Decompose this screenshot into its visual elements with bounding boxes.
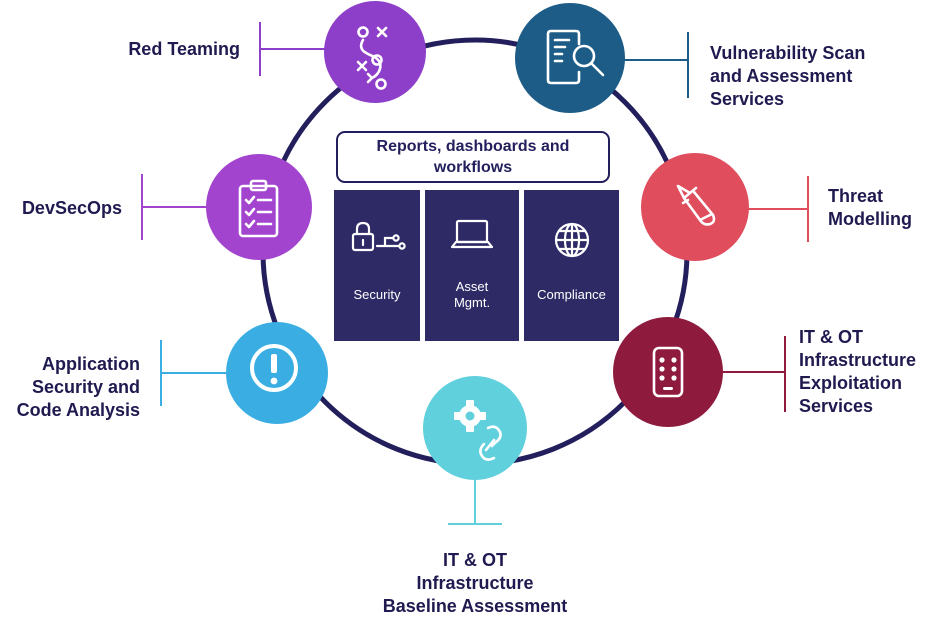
- clipboard-checklist-icon: [238, 179, 279, 238]
- connector-red-teaming: [259, 22, 327, 76]
- text-line: Red Teaming: [128, 39, 240, 59]
- node-threat-modelling: [641, 153, 749, 261]
- text-line: workflows: [433, 159, 513, 176]
- gear-link-icon: [454, 400, 502, 461]
- text-line: Threat: [828, 186, 884, 206]
- alert-icon: [250, 344, 298, 392]
- text-line: Infrastructure: [416, 573, 534, 593]
- reports-dashboards-label: Reports, dashboards and workflows: [377, 136, 570, 178]
- connector-it-ot-baseline: [448, 480, 502, 525]
- bomb-icon: [676, 184, 716, 226]
- lock-circuit-icon: [351, 221, 406, 252]
- text-line: IT & OT: [799, 327, 863, 347]
- connector-threat-modelling: [748, 176, 809, 242]
- label-red-teaming: Red Teaming: [128, 38, 240, 61]
- text-line: DevSecOps: [21, 198, 122, 218]
- text-line: Reports, dashboards and: [376, 138, 570, 155]
- node-it-ot-baseline: [423, 376, 527, 480]
- laptop-icon: [450, 219, 494, 249]
- text-line: Code Analysis: [16, 400, 140, 420]
- strategy-play-icon: [356, 26, 388, 90]
- connector-it-ot-exploitation: [722, 336, 786, 412]
- document-search-icon: [546, 29, 605, 85]
- reports-dashboards-box: Reports, dashboards and workflows: [336, 131, 610, 183]
- mobile-keypad-icon: [652, 346, 684, 398]
- label-devsecops: DevSecOps: [22, 197, 122, 220]
- text-line: Exploitation: [799, 373, 902, 393]
- text-line: and Assessment: [710, 66, 853, 86]
- globe-icon: [554, 222, 589, 258]
- text-line: IT & OT: [443, 550, 507, 570]
- panel-security: Security: [334, 190, 420, 341]
- connector-appsec-code: [160, 340, 226, 406]
- node-red-teaming: [324, 1, 426, 103]
- text-line: Asset: [455, 279, 489, 294]
- node-vulnerability-scan: [515, 3, 625, 113]
- text-line: Vulnerability Scan: [710, 43, 866, 63]
- text-line: Application: [42, 354, 140, 374]
- node-appsec-code: [226, 322, 328, 424]
- text-line: Modelling: [828, 209, 912, 229]
- text-line: Security: [353, 287, 401, 302]
- connector-devsecops: [141, 174, 206, 240]
- text-line: Mgmt.: [453, 295, 491, 310]
- node-devsecops: [206, 154, 312, 260]
- connector-vulnerability-scan: [624, 32, 689, 98]
- text-line: Baseline Assessment: [382, 596, 568, 616]
- node-it-ot-exploitation: [613, 317, 723, 427]
- text-line: Compliance: [537, 287, 606, 302]
- text-line: Services: [710, 89, 785, 109]
- text-line: Services: [799, 396, 874, 416]
- text-line: Security and: [31, 377, 140, 397]
- panel-label-security: Security: [334, 287, 420, 303]
- panel-compliance: Compliance: [524, 190, 619, 341]
- text-line: Infrastructure: [799, 350, 917, 370]
- panel-label-compliance: Compliance: [524, 287, 619, 303]
